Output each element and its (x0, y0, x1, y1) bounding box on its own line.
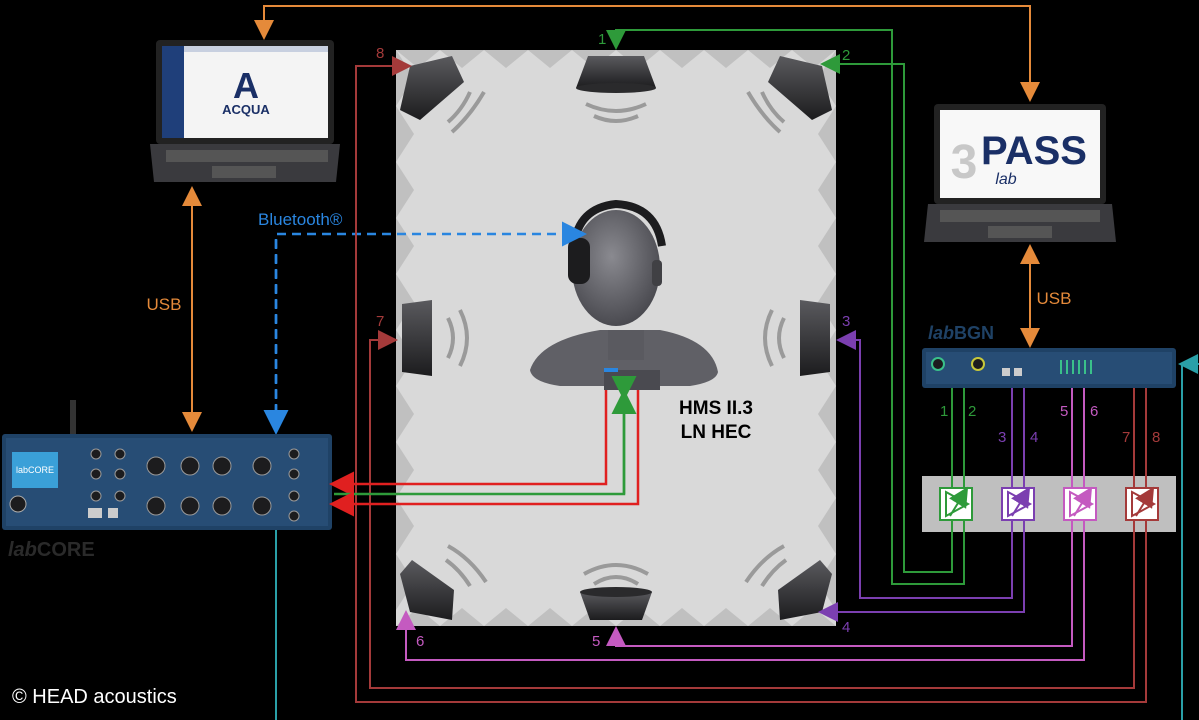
amplifier-3-4 (1001, 486, 1035, 521)
teal-link (275, 354, 1199, 720)
bgn-ch-6: 6 (1090, 403, 1098, 420)
bgn-ch-4: 4 (1030, 429, 1038, 446)
labcore-label-prefix: lab (8, 539, 37, 561)
speaker-num-8: 8 (376, 45, 384, 62)
labbgn-label-prefix: lab (928, 323, 954, 343)
labcore-label: labCORE (8, 539, 95, 561)
speaker-num-1: 1 (598, 31, 606, 48)
loudspeaker-5 (580, 563, 652, 620)
amplifier-5-6 (1063, 486, 1097, 521)
acqua-logo-text: ACQUA (222, 102, 270, 117)
labbgn-device (922, 348, 1176, 388)
loudspeaker-1 (576, 56, 656, 123)
bgn-ch-2: 2 (968, 403, 976, 420)
speaker-num-6: 6 (416, 633, 424, 650)
speaker-num-3: 3 (842, 313, 850, 330)
3pass-logo-text: PASS (981, 129, 1087, 173)
feed-ch5 (606, 520, 1073, 647)
feed-ch8 (355, 56, 1147, 703)
acqua-logo-icon: A (233, 65, 259, 106)
speaker-num-4: 4 (842, 619, 850, 636)
3pass-logo-number: 3 (951, 136, 978, 189)
3pass-logo-lab: lab (995, 171, 1016, 188)
bgn-ch-1: 1 (940, 403, 948, 420)
bgn-to-amp-wires (951, 388, 1147, 488)
loudspeaker-6 (400, 544, 488, 620)
feed-ch3 (836, 330, 1013, 599)
usb-label-right: USB (1037, 289, 1072, 308)
hats-to-labcore-cables (329, 376, 640, 517)
bluetooth-link (263, 221, 587, 435)
speaker-num-7: 7 (376, 313, 384, 330)
loudspeaker-3 (763, 300, 830, 376)
bgn-ch-3: 3 (998, 429, 1006, 446)
orange-top-link (254, 5, 1040, 102)
labbgn-label-suffix: BGN (954, 323, 994, 343)
bgn-ch-7: 7 (1122, 429, 1130, 446)
amplifier-panel (922, 476, 1176, 532)
laptop-3pass: 3 PASS lab (924, 104, 1116, 242)
feed-ch1 (606, 29, 965, 585)
loudspeaker-2 (746, 56, 832, 134)
bgn-ch-8: 8 (1152, 429, 1160, 446)
speaker-num-2: 2 (842, 47, 850, 64)
bluetooth-label: Bluetooth® (258, 210, 343, 229)
amplifier-1-2 (939, 486, 973, 521)
labcore-screen-text: labCORE (16, 465, 54, 475)
usb-label-left: USB (147, 295, 182, 314)
feed-ch7 (369, 330, 1135, 689)
bgn-ch-5: 5 (1060, 403, 1068, 420)
labbgn-label: labBGN (928, 323, 994, 343)
copyright-notice: © HEAD acoustics (12, 686, 177, 708)
loudspeaker-7 (402, 300, 469, 376)
amplifier-7-8 (1125, 486, 1159, 521)
labcore-label-suffix: CORE (37, 539, 95, 561)
feed-ch6 (396, 520, 1085, 661)
feed-ch2 (820, 54, 953, 573)
anechoic-room (396, 50, 836, 626)
speaker-num-5: 5 (592, 633, 600, 650)
feed-ch4 (818, 520, 1025, 622)
laptop-acqua: A ACQUA (150, 40, 340, 182)
dut-label-line2: LN HEC (681, 422, 752, 443)
loudspeaker-8 (400, 56, 486, 134)
labcore-device: labCORE (2, 400, 332, 530)
dut-label-line1: HMS II.3 (679, 398, 753, 419)
